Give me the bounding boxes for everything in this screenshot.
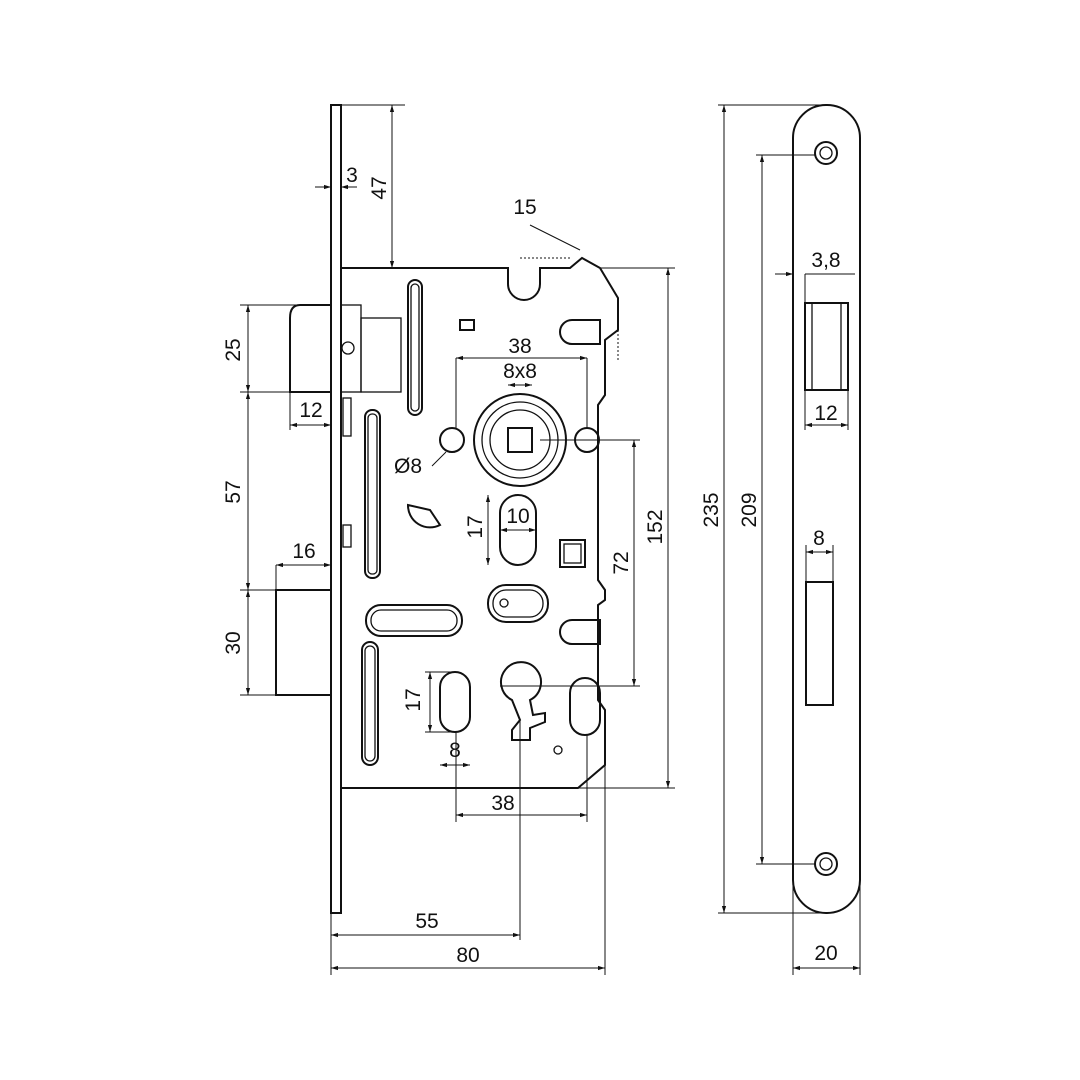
- strike-plate: [792, 104, 861, 914]
- dim-faceplate-length: 235: [700, 492, 723, 527]
- dim-spindle-square: 8x8: [503, 360, 537, 383]
- dim-latch-height: 25: [222, 338, 245, 361]
- dim-screw-spacing: 209: [738, 492, 761, 527]
- dim-body-depth: 80: [456, 944, 479, 967]
- case-outline: [341, 256, 619, 789]
- dim-lower-slot-height: 17: [402, 688, 425, 711]
- dim-chamfer: 15: [513, 196, 536, 219]
- dim-hole-diameter: Ø8: [394, 455, 422, 478]
- dim-slot-height: 17: [464, 515, 487, 538]
- dim-body-height: 152: [644, 509, 667, 544]
- dim-slot-width: 10: [506, 505, 529, 528]
- dim-backset: 55: [415, 910, 438, 933]
- latch: [289, 304, 331, 393]
- dim-spindle-spacing-bottom: 38: [491, 792, 514, 815]
- bolt-slot: [805, 581, 834, 706]
- dim-strike-bolt-width: 8: [813, 527, 825, 550]
- lock-body: [275, 104, 619, 914]
- faceplate: [330, 104, 342, 914]
- dimension-labels: 3 47 15 38 8x8 25 12 Ø8 57 17 10 16 72 1…: [222, 164, 841, 967]
- dim-latch-projection: 12: [299, 399, 322, 422]
- dim-centre-distance: 72: [610, 551, 633, 574]
- dim-strike-latch-width: 12: [814, 402, 837, 425]
- dim-latch-to-bolt: 57: [222, 480, 245, 503]
- dim-bolt-projection: 16: [292, 540, 315, 563]
- dim-top-offset: 47: [368, 176, 391, 199]
- dim-strike-offset: 3,8: [811, 249, 840, 272]
- dimension-lines: [240, 104, 861, 975]
- deadbolt: [275, 589, 332, 696]
- spindle-square: [507, 427, 533, 453]
- keyhole: [500, 661, 546, 741]
- dim-strike-width: 20: [814, 942, 837, 965]
- dim-spindle-spacing-top: 38: [508, 335, 531, 358]
- dim-faceplate-thickness: 3: [346, 164, 358, 187]
- dim-lower-slot-width: 8: [449, 739, 461, 762]
- dim-bolt-height: 30: [222, 631, 245, 654]
